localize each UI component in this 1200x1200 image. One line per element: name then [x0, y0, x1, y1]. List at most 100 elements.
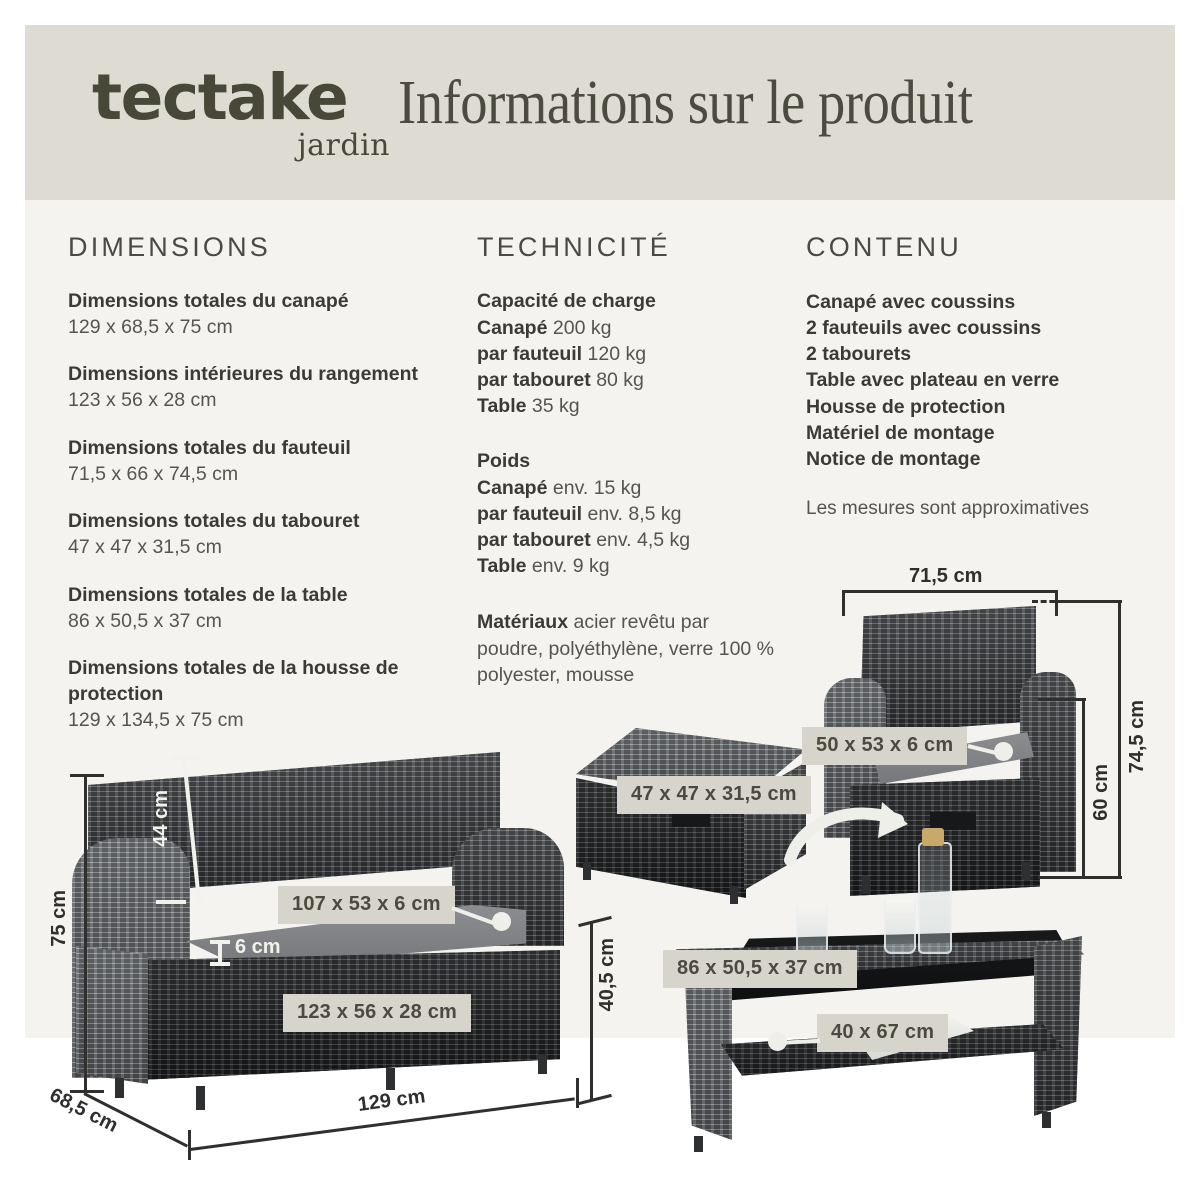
- sofa-backrest-tick-top: [170, 756, 200, 760]
- sofa-seat-height-line: [590, 922, 593, 1100]
- armchair-backrest: [860, 606, 1036, 734]
- materials-line: Matériaux acier revêtu par poudre, polyé…: [477, 609, 777, 687]
- dimension-entry: Dimensions totales de la table 86 x 50,5…: [68, 583, 468, 634]
- table-size-callout: 86 x 50,5 x 37 cm: [663, 950, 857, 988]
- contenu-heading: CONTENU: [806, 232, 962, 262]
- sofa-thickness-line: [218, 940, 222, 964]
- table-shelf-leader-dot: [768, 1032, 787, 1051]
- dimension-entry: Dimensions totales du canapé 129 x 68,5 …: [68, 289, 468, 340]
- sofa-seat-height-tick-bottom: [578, 1093, 612, 1106]
- group-title: Poids: [477, 450, 531, 473]
- dimension-value: 129 x 134,5 x 75 cm: [68, 708, 244, 731]
- spec-value: 80 kg: [596, 368, 644, 391]
- sofa-thickness-tick-bottom: [210, 962, 230, 966]
- materials-label: Matériaux: [477, 611, 569, 634]
- sofa-backrest-tick-bottom: [156, 900, 186, 904]
- spec-value: env. 4,5 kg: [596, 529, 691, 552]
- spec-value: env. 8,5 kg: [587, 503, 682, 526]
- logo-wordmark: tectake: [92, 61, 349, 134]
- armchair-width-line: [842, 590, 1058, 593]
- dimension-label: Dimensions totales de la housse de prote…: [68, 657, 399, 706]
- sofa-leg: [115, 1078, 124, 1098]
- bottle-cork-icon: [922, 828, 944, 846]
- sofa-height-label: 75 cm: [48, 890, 70, 947]
- brand-logo: tectake jardin: [92, 66, 392, 176]
- content-item: Table avec plateau en verre: [806, 369, 1060, 392]
- spec-line: par tabouret env. 4,5 kg: [477, 527, 777, 553]
- armchair-base-box: [850, 778, 1040, 896]
- armchair-height-tick-bottom: [1060, 876, 1122, 879]
- page-title: Informations sur le produit: [398, 69, 973, 137]
- content-item: Notice de montage: [806, 447, 981, 470]
- armchair-width-tick-left: [842, 590, 845, 616]
- armchair-cushion-callout: 50 x 53 x 6 cm: [802, 727, 968, 765]
- spec-label: par fauteuil: [477, 503, 583, 526]
- sofa-storage-callout: 123 x 56 x 28 cm: [283, 994, 471, 1032]
- spec-label: Canapé: [477, 316, 548, 339]
- sofa-thickness-label: 6 cm: [235, 936, 281, 958]
- sofa-leg: [386, 1068, 395, 1090]
- header-band: [25, 25, 1175, 200]
- dimension-label: Dimensions intérieures du rangement: [68, 363, 419, 386]
- armchair-height-line: [1118, 600, 1121, 878]
- spec-value: env. 15 kg: [552, 476, 642, 499]
- sofa-height-tick-bottom: [70, 1090, 104, 1093]
- table-foot: [694, 1136, 703, 1152]
- dimension-entry: Dimensions totales du tabouret 47 x 47 x…: [68, 509, 468, 560]
- armchair-top-dashed-connector: [1032, 600, 1064, 603]
- spec-value: 120 kg: [587, 342, 647, 365]
- spec-label: Table: [477, 555, 527, 578]
- sofa-width-label: 129 cm: [356, 1085, 427, 1116]
- technicite-column: TECHNICITÉ Capacité de charge Canapé 200…: [477, 232, 777, 710]
- spec-label: Canapé: [477, 476, 548, 499]
- armchair-cushion-leader-dot: [994, 742, 1013, 761]
- dimension-value: 123 x 56 x 28 cm: [68, 389, 217, 412]
- spec-line: par tabouret 80 kg: [477, 367, 777, 393]
- measures-note: Les mesures sont approximatives: [806, 497, 1090, 519]
- armchair-seat-height-line: [1082, 698, 1085, 878]
- dimension-entry: Dimensions totales du fauteuil 71,5 x 66…: [68, 436, 468, 487]
- stool-leg: [730, 886, 738, 904]
- armchair-width-label: 71,5 cm: [909, 565, 983, 587]
- spec-value: 200 kg: [552, 316, 612, 339]
- contenu-column: CONTENU Canapé avec coussins 2 fauteuils…: [806, 232, 1166, 520]
- armchair-width-tick-right: [1055, 590, 1058, 616]
- sofa-height-line: [84, 774, 87, 1092]
- sofa-cushion-leader-dot: [492, 912, 511, 931]
- dimension-value: 71,5 x 66 x 74,5 cm: [68, 462, 239, 485]
- technicite-heading: TECHNICITÉ: [477, 232, 671, 262]
- content-item: Canapé avec coussins: [806, 291, 1016, 313]
- dimension-entry: Dimensions totales de la housse de prote…: [68, 656, 468, 733]
- sofa-width-tick-left: [188, 1130, 191, 1160]
- drinking-glass: [796, 906, 828, 956]
- dimension-value: 47 x 47 x 31,5 cm: [68, 536, 222, 559]
- content-item: 2 fauteuils avec coussins: [806, 317, 1042, 340]
- spec-label: Table: [477, 395, 527, 418]
- spec-label: par tabouret: [477, 368, 591, 391]
- table-left-leg: [684, 958, 732, 1140]
- dimension-value: 86 x 50,5 x 37 cm: [68, 609, 222, 632]
- dimension-label: Dimensions totales du canapé: [68, 290, 349, 312]
- sofa-backrest-dimension-label: 44 cm: [150, 790, 172, 847]
- dimensions-column: DIMENSIONS Dimensions totales du canapé …: [68, 232, 468, 756]
- dimension-label: Dimensions totales du tabouret: [68, 510, 360, 533]
- spec-line: Table env. 9 kg: [477, 553, 777, 579]
- armchair-height-tick-top: [1060, 600, 1122, 603]
- sofa-width-tick-right: [576, 1078, 579, 1108]
- spec-line: Canapé env. 15 kg: [477, 475, 777, 501]
- armchair-height-label: 74,5 cm: [1126, 700, 1148, 774]
- spec-label: par fauteuil: [477, 342, 583, 365]
- spec-label: par tabouret: [477, 529, 591, 552]
- armchair-seat-height-tick-top: [1038, 698, 1086, 701]
- stool-leg: [583, 862, 591, 880]
- spec-line: Table 35 kg: [477, 393, 777, 419]
- sofa-height-tick-top: [70, 774, 104, 777]
- content-item: 2 tabourets: [806, 343, 912, 366]
- armchair-leg: [1022, 862, 1030, 880]
- dimension-label: Dimensions totales de la table: [68, 583, 348, 606]
- dimensions-heading: DIMENSIONS: [68, 232, 272, 262]
- armchair-leg: [862, 876, 870, 894]
- stool-size-callout: 47 x 47 x 31,5 cm: [617, 776, 811, 814]
- group-title: Capacité de charge: [477, 290, 656, 312]
